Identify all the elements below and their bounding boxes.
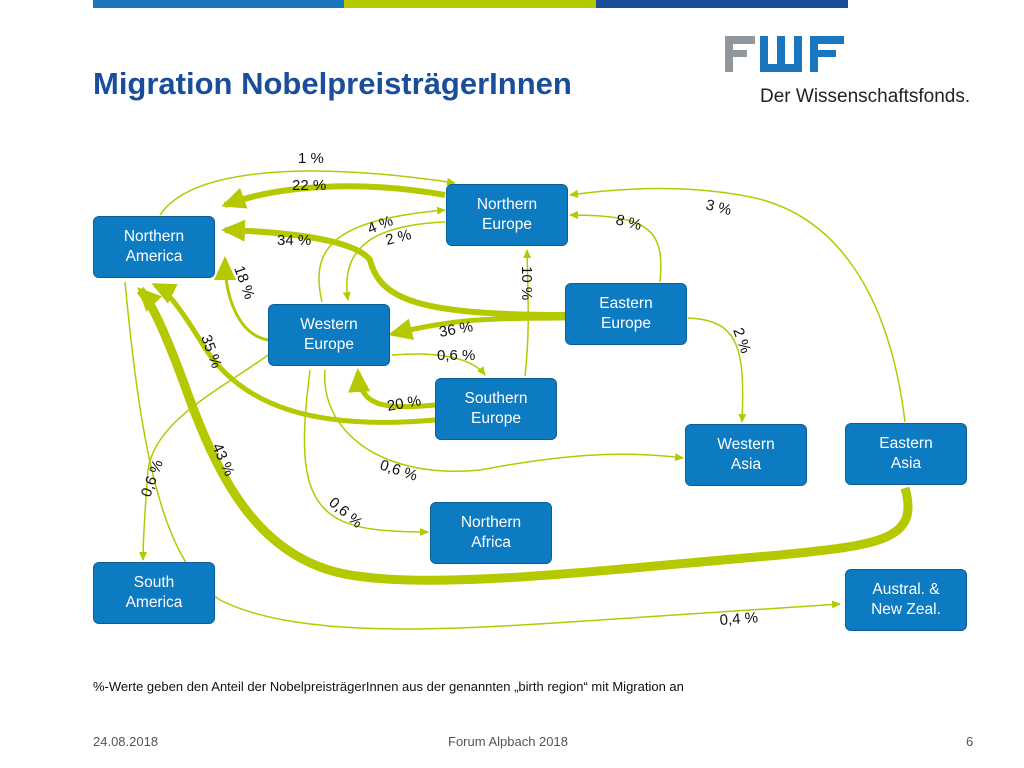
arrow-ne-to-we bbox=[342, 221, 446, 301]
label-se-to-na: 35 % bbox=[197, 333, 225, 371]
label-ea-to-ne: 3 % bbox=[704, 196, 733, 219]
arrow-we-to-se bbox=[391, 353, 486, 376]
label-ee-to-we: 36 % bbox=[438, 318, 475, 341]
footnote: %-Werte geben den Anteil der Nobelpreist… bbox=[93, 679, 684, 694]
top-bar-blue bbox=[93, 0, 344, 8]
label-ne-to-na: 22 % bbox=[292, 177, 326, 194]
node-northern-america: Northern America bbox=[93, 216, 215, 278]
footer-event: Forum Alpbach 2018 bbox=[448, 734, 568, 749]
label-ne-to-we: 2 % bbox=[384, 226, 413, 249]
label-ee-to-na: 34 % bbox=[277, 232, 311, 249]
node-eastern-europe: Eastern Europe bbox=[565, 283, 687, 345]
node-south-america: South America bbox=[93, 562, 215, 624]
arrow-ee-to-wa bbox=[687, 317, 747, 423]
label-se-to-we: 20 % bbox=[386, 392, 423, 415]
label-na-to-aus: 0,4 % bbox=[719, 609, 758, 629]
arrow-se-to-ne bbox=[523, 249, 532, 377]
arrow-ea-to-na bbox=[136, 286, 913, 585]
top-bar-green bbox=[344, 0, 596, 8]
label-we-to-na: 18 % bbox=[230, 264, 258, 302]
node-western-europe: Western Europe bbox=[268, 304, 390, 366]
arrow-ee-to-na bbox=[221, 219, 566, 318]
label-na-to-sa: 0,6 % bbox=[138, 458, 167, 500]
arrow-na-to-aus bbox=[124, 281, 841, 630]
arrow-we-to-wa bbox=[324, 369, 684, 472]
top-bar-darkblue bbox=[596, 0, 848, 8]
label-ee-to-ne: 8 % bbox=[614, 211, 643, 234]
arrow-we-to-na bbox=[214, 256, 269, 342]
arrow-na-to-ne bbox=[159, 170, 456, 216]
node-northern-europe: Northern Europe bbox=[446, 184, 568, 246]
arrow-se-to-na bbox=[151, 282, 436, 425]
footer-date: 24.08.2018 bbox=[93, 734, 159, 749]
node-eastern-asia: Eastern Asia bbox=[845, 423, 967, 485]
logo-subtitle: Der Wissenschaftsfonds. bbox=[760, 86, 971, 107]
label-na-to-ne: 1 % bbox=[298, 150, 324, 167]
node-southern-europe: Southern Europe bbox=[435, 378, 557, 440]
arrow-we-to-ne bbox=[318, 206, 446, 303]
page-title: Migration NobelpreisträgerInnen bbox=[93, 66, 572, 101]
label-ee-to-wa: 2 % bbox=[729, 326, 754, 356]
arrow-se-to-we bbox=[348, 368, 436, 410]
node-western-asia: Western Asia bbox=[685, 424, 807, 486]
label-we-to-wa: 0,6 % bbox=[378, 457, 420, 485]
fwf-logo bbox=[725, 36, 844, 72]
arrow-na-to-sa bbox=[139, 354, 269, 561]
arrow-ee-to-ne bbox=[569, 211, 662, 283]
footer-page-number: 6 bbox=[966, 734, 974, 749]
arrow-ee-to-we bbox=[388, 315, 566, 341]
arrow-ne-to-na bbox=[221, 183, 446, 209]
node-austral-nz: Austral. & New Zeal. bbox=[845, 569, 967, 631]
label-we-to-se: 0,6 % bbox=[437, 347, 475, 364]
arrow-we-to-nafr bbox=[303, 369, 429, 536]
arrow-ea-to-ne bbox=[569, 187, 906, 423]
label-se-to-ne: 10 % bbox=[518, 266, 535, 300]
node-northern-africa: Northern Africa bbox=[430, 502, 552, 564]
